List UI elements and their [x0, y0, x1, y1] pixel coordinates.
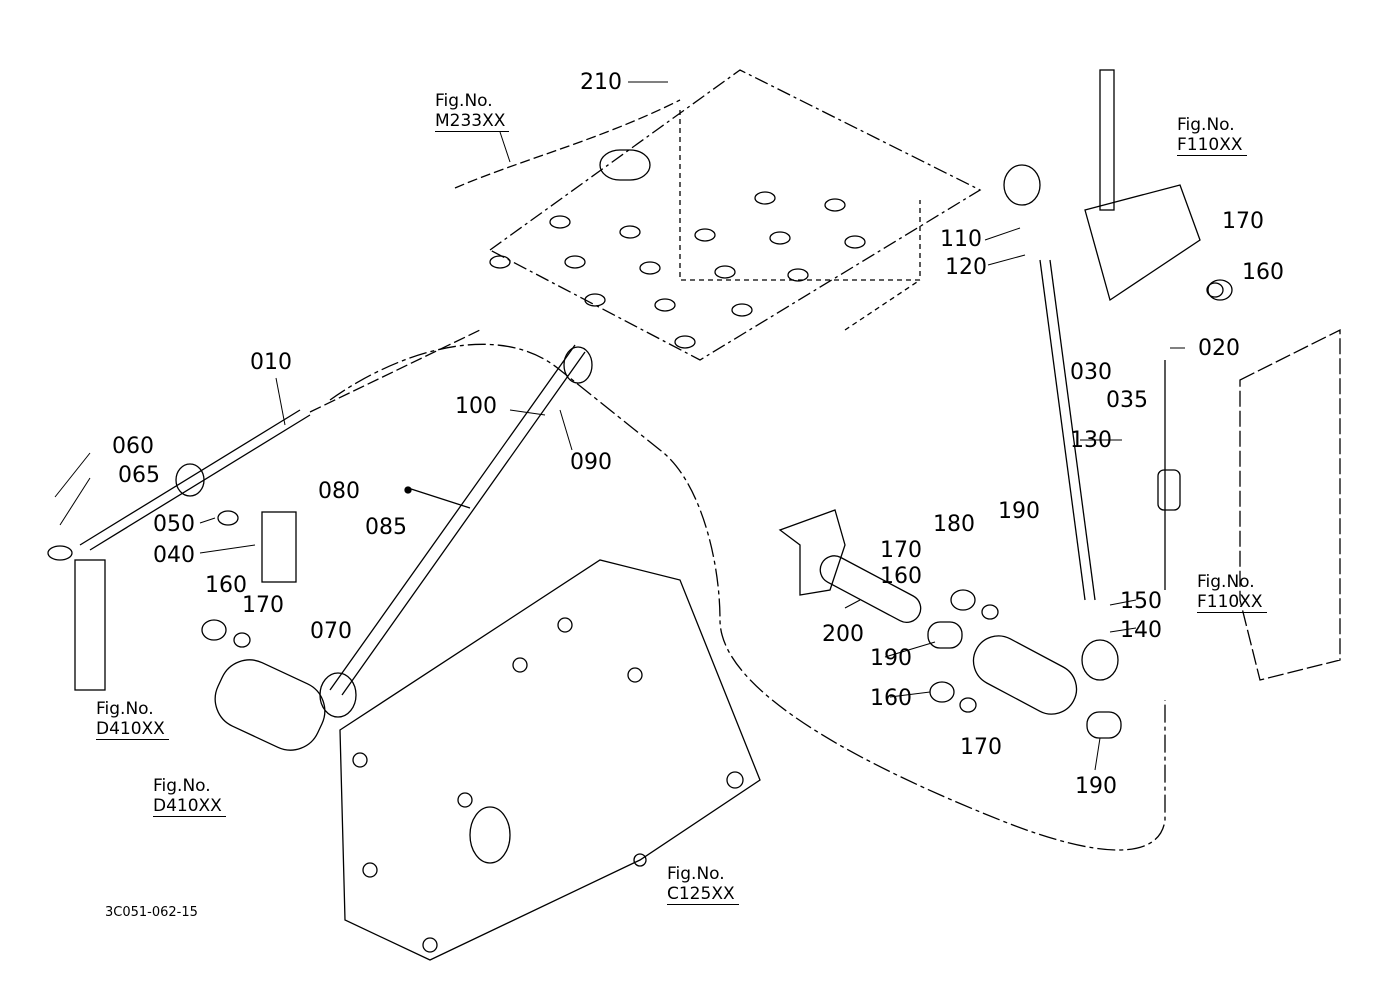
part-label-170-mid: 170	[880, 538, 922, 563]
part-label-130: 130	[1070, 428, 1112, 453]
part-label-070: 070	[310, 619, 352, 644]
nut-160a	[1207, 279, 1233, 301]
document-id: 3C051-062-15	[105, 905, 198, 920]
bracket-040	[261, 511, 297, 583]
fig-ref-prefix: Fig.No.	[153, 776, 211, 796]
fig-ref-m233xx[interactable]: Fig.No. M233XX	[435, 91, 510, 133]
coupling-d410	[214, 659, 326, 751]
part-label-050: 050	[153, 512, 195, 537]
fig-ref-code: C125XX	[667, 884, 739, 906]
nut-160d	[929, 681, 955, 703]
part-label-160-low: 160	[870, 686, 912, 711]
part-label-160-mid: 160	[880, 564, 922, 589]
part-label-030: 030	[1070, 360, 1112, 385]
housing-holes	[352, 617, 744, 953]
plate-ports	[489, 191, 866, 349]
part-label-170-left: 170	[242, 593, 284, 618]
housing-c125	[339, 559, 761, 961]
nut-160c	[950, 589, 976, 611]
shift-lever	[1099, 69, 1115, 211]
part-label-170-top: 170	[1222, 209, 1264, 234]
lever-bracket-f110	[1084, 184, 1201, 302]
fig-ref-prefix: Fig.No.	[1197, 572, 1255, 592]
part-label-065: 065	[118, 463, 160, 488]
right-bracket-f110	[1239, 328, 1341, 681]
fig-ref-code: F110XX	[1177, 135, 1247, 157]
part-label-110: 110	[940, 227, 982, 252]
part-label-090: 090	[570, 450, 612, 475]
fig-ref-prefix: Fig.No.	[1177, 115, 1235, 135]
part-label-190-mid: 190	[870, 646, 912, 671]
part-label-010: 010	[250, 350, 292, 375]
plate-ring	[599, 149, 651, 181]
part-label-170-low: 170	[960, 735, 1002, 760]
leader-lines	[54, 81, 1185, 771]
fig-ref-code: F110XX	[1197, 592, 1267, 614]
part-label-160-left: 160	[205, 573, 247, 598]
part-label-160-top: 160	[1242, 260, 1284, 285]
fig-ref-prefix: Fig.No.	[96, 699, 154, 719]
fig-ref-d410xx-mid[interactable]: Fig.No. D410XX	[153, 776, 226, 818]
washer-170d	[959, 697, 977, 713]
part-label-035: 035	[1106, 388, 1148, 413]
rod-assembly-080	[319, 344, 593, 718]
washer-170a	[1206, 282, 1224, 298]
fig-ref-prefix: Fig.No.	[435, 91, 493, 111]
part-label-200: 200	[822, 622, 864, 647]
arm-180	[972, 635, 1078, 715]
part-label-085: 085	[365, 515, 407, 540]
part-label-040: 040	[153, 543, 195, 568]
part-label-190-group: 190	[998, 499, 1040, 524]
part-label-080: 080	[318, 479, 360, 504]
washer-170b	[233, 632, 251, 648]
fig-ref-d410xx-left[interactable]: Fig.No. D410XX	[96, 699, 169, 741]
housing-phantom-outline	[329, 343, 1166, 851]
part-label-140: 140	[1120, 618, 1162, 643]
fig-ref-c125xx[interactable]: Fig.No. C125XX	[667, 864, 739, 906]
nut-160b	[201, 619, 227, 641]
part-label-210: 210	[580, 70, 622, 95]
fig-ref-code: D410XX	[96, 719, 169, 741]
shaft-200	[819, 555, 922, 624]
shaft-d410	[74, 559, 106, 691]
bushing-190a	[927, 621, 963, 649]
washer-170c	[981, 604, 999, 620]
part-label-060: 060	[112, 434, 154, 459]
part-label-100: 100	[455, 394, 497, 419]
bushing-190c	[1086, 711, 1122, 739]
fig-ref-prefix: Fig.No.	[667, 864, 725, 884]
part-label-180: 180	[933, 512, 975, 537]
fig-ref-f110xx-top[interactable]: Fig.No. F110XX	[1177, 115, 1247, 157]
fig-ref-f110xx-right[interactable]: Fig.No. F110XX	[1197, 572, 1267, 614]
part-label-020: 020	[1198, 336, 1240, 361]
fig-ref-code: M233XX	[435, 111, 510, 133]
part-label-190-low: 190	[1075, 774, 1117, 799]
part-label-120: 120	[945, 255, 987, 280]
fig-ref-code: D410XX	[153, 796, 226, 818]
control-cable-010	[47, 329, 481, 561]
valve-plate-outline	[489, 69, 982, 361]
bracket-200	[778, 509, 846, 596]
bolt-050	[217, 510, 239, 526]
rod-130	[1003, 164, 1119, 681]
part-label-150: 150	[1120, 589, 1162, 614]
